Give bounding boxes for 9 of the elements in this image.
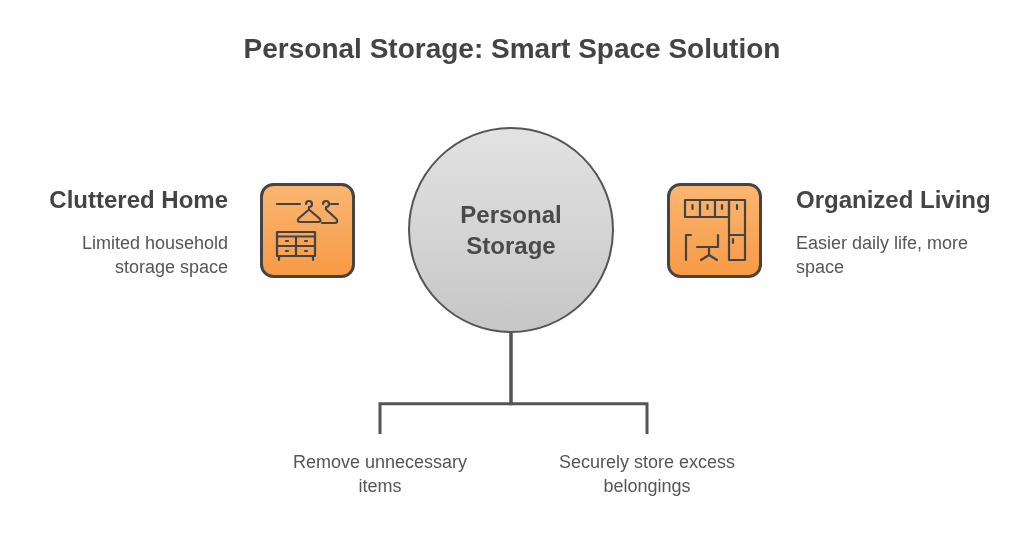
- connector-line: [509, 333, 649, 434]
- diagram-title: Personal Storage: Smart Space Solution: [243, 32, 781, 66]
- node-description: Easier daily life, more space: [796, 232, 970, 279]
- node-title: Personal Storage: [459, 200, 563, 261]
- node-heading: Cluttered Home: [49, 186, 228, 214]
- node-heading: Organized Living: [796, 186, 991, 214]
- branch-label: Securely store excess belongings: [557, 451, 737, 498]
- branch-label: Remove unnecessary items: [291, 451, 469, 498]
- node-description: Limited household storage space: [80, 232, 228, 279]
